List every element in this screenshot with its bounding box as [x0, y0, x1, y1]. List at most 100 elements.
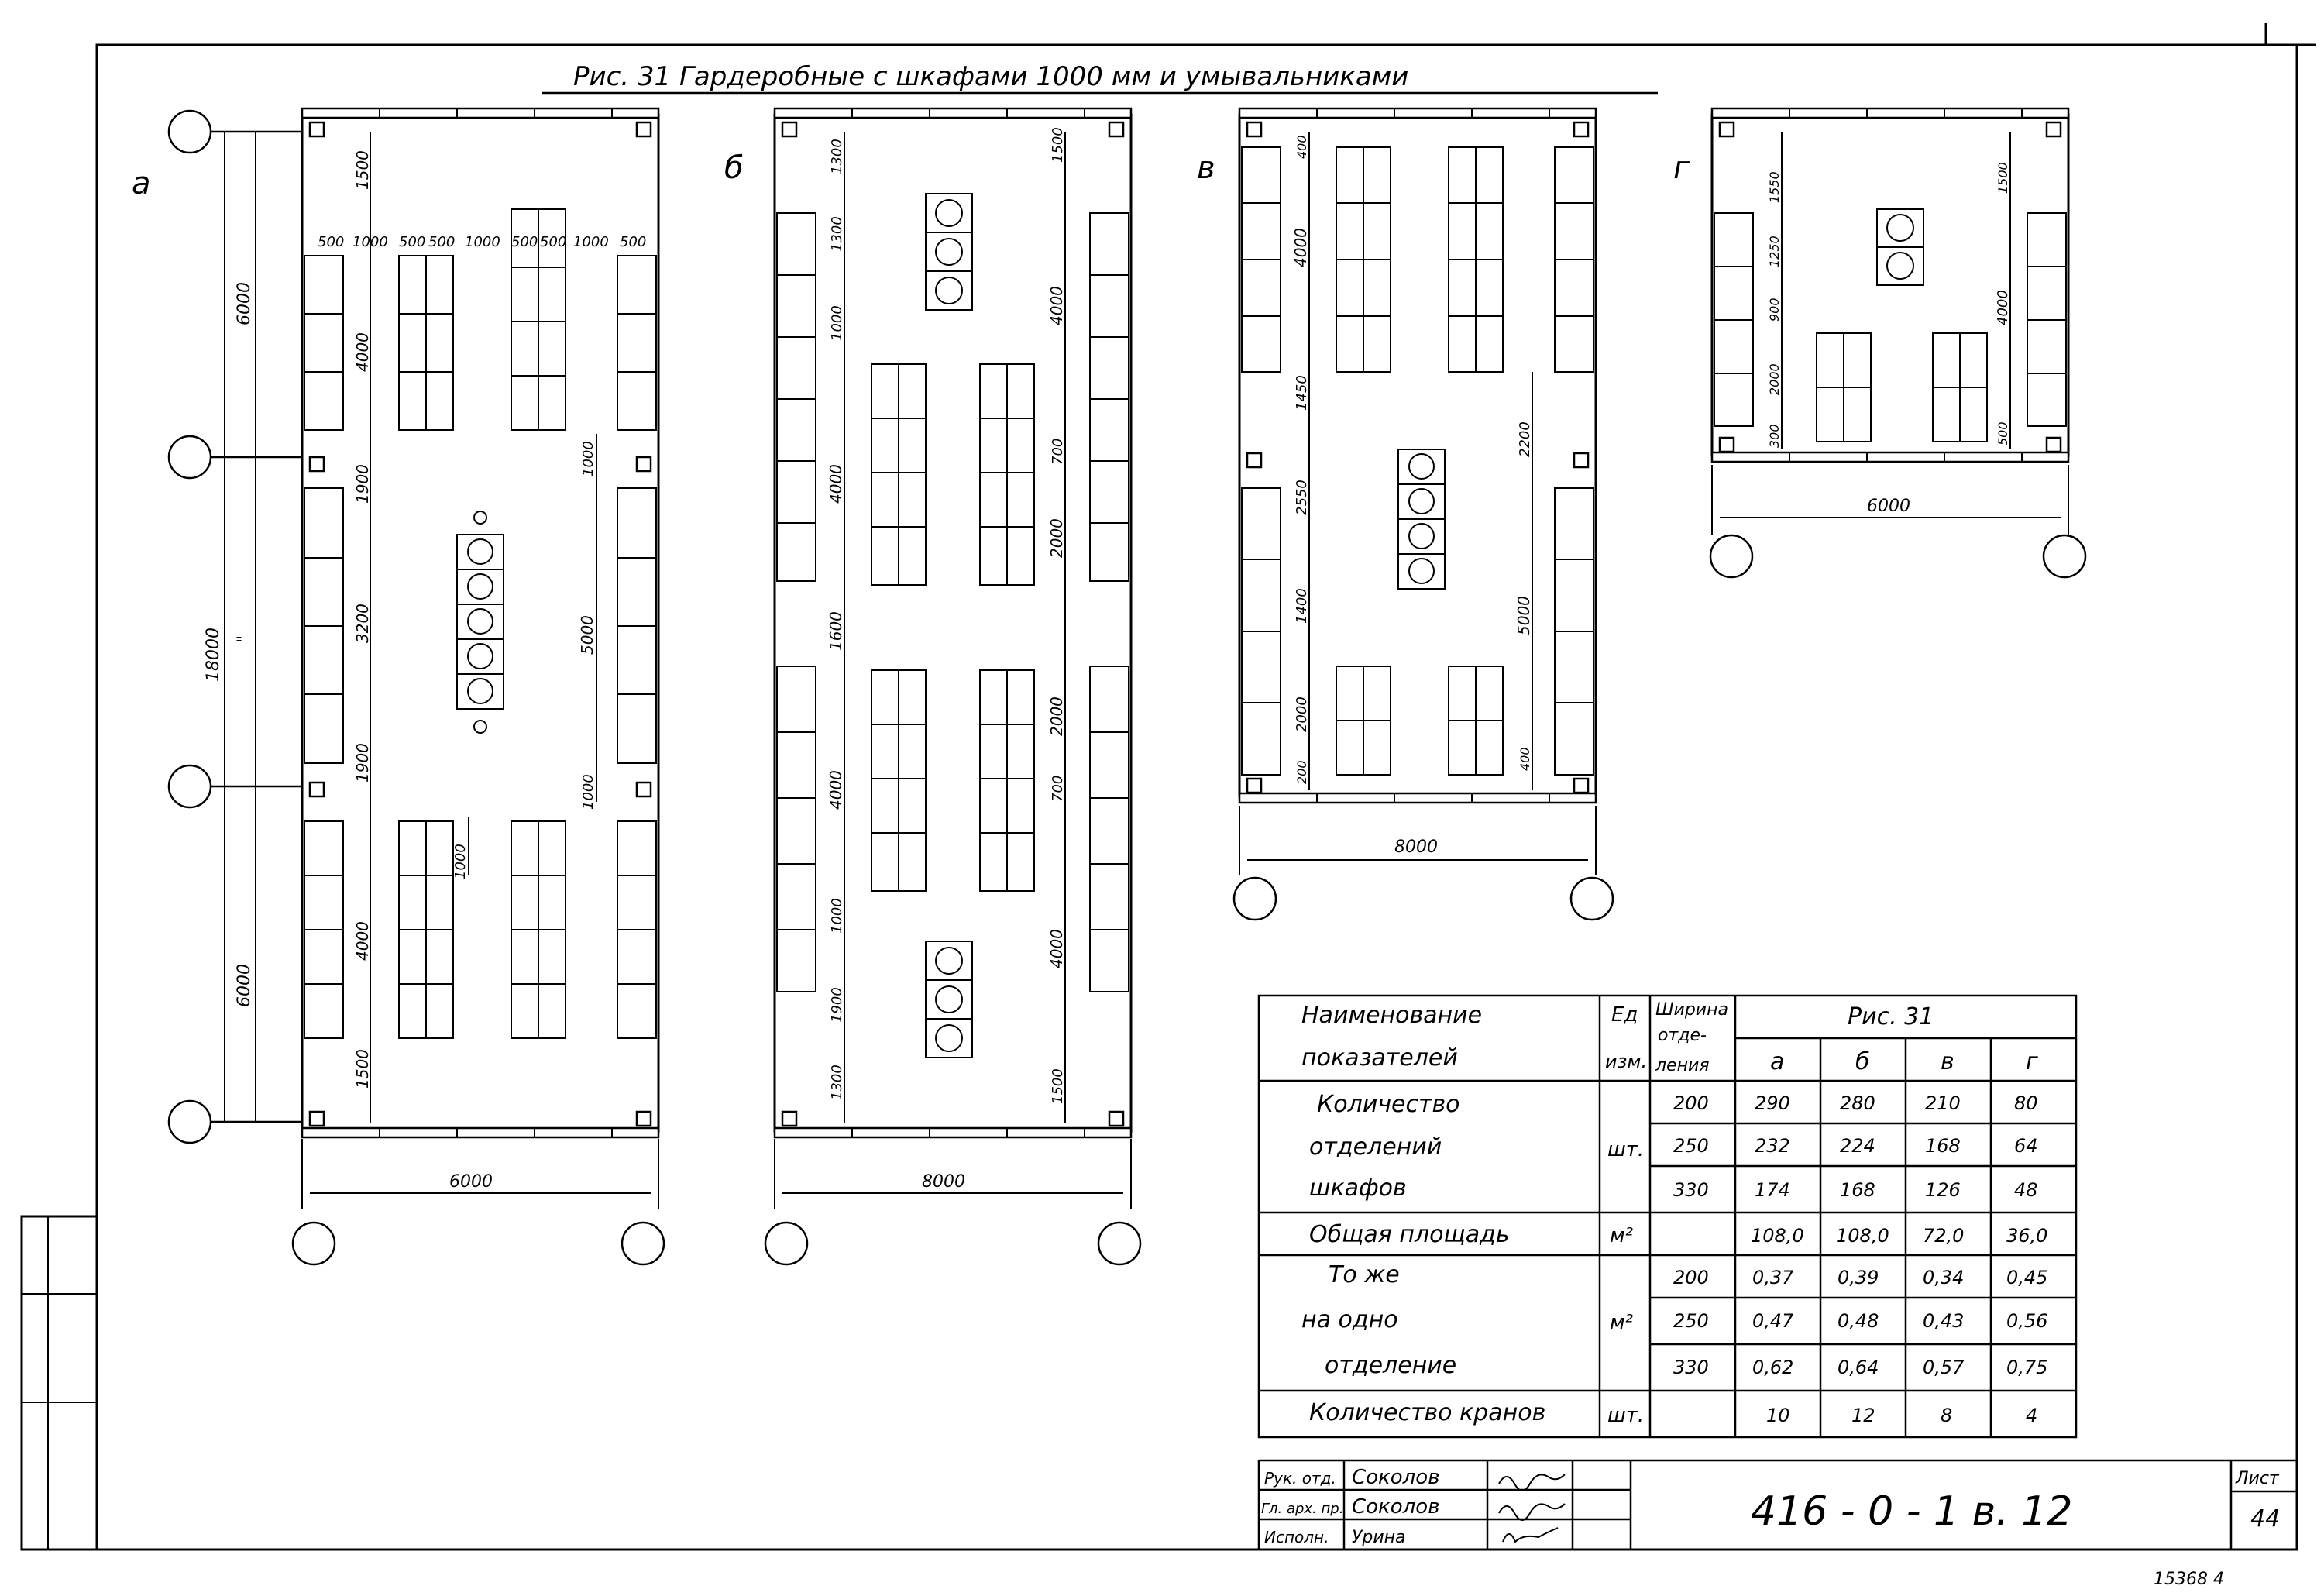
dim-b-left-6: 1000 — [829, 898, 845, 934]
dim-a-mid-mark: " — [235, 635, 254, 643]
row-count-w-200: 200 — [1673, 1092, 1709, 1114]
head-name-1: показателей — [1301, 1044, 1458, 1071]
dim-a-top-span: 6000 — [235, 282, 254, 325]
stamp-role-1: Гл. арх. пр. — [1261, 1501, 1343, 1517]
dim-b-left-7: 1900 — [829, 987, 845, 1023]
cell-per-330-b: 0,64 — [1838, 1357, 1879, 1378]
cell-per-200-v: 0,34 — [1923, 1267, 1964, 1288]
head-col-g: г — [2026, 1048, 2038, 1075]
plan-label-b: б — [724, 150, 744, 186]
cell-taps-g: 4 — [2026, 1405, 2037, 1426]
cell-per-330-v: 0,57 — [1923, 1357, 1965, 1378]
plan-g-dims: 1550 1250 900 2000 300 1500 4000 500 600… — [1767, 162, 2011, 516]
row-count-name-1: отделений — [1309, 1133, 1442, 1161]
dim-a-inner: 1000 — [452, 844, 469, 879]
row-area-unit: м² — [1610, 1224, 1633, 1247]
dim-b-width: 8000 — [922, 1172, 965, 1192]
cell-taps-v: 8 — [1941, 1405, 1952, 1426]
row-per-w-200: 200 — [1673, 1267, 1709, 1288]
dim-a-col-3: 500 — [428, 234, 455, 250]
head-width-1: отде- — [1658, 1026, 1707, 1045]
dim-a-right-2: 1000 — [580, 774, 596, 810]
dim-b-right-3: 2000 — [1047, 518, 1066, 558]
dim-a-col-2: 500 — [399, 234, 425, 250]
dim-a-col-4: 1000 — [465, 234, 500, 250]
stamp-name-0: Соколов — [1352, 1466, 1440, 1489]
dim-b-left-3: 4000 — [827, 464, 845, 504]
head-col-a: а — [1770, 1048, 1784, 1075]
dim-a-right-0: 1000 — [580, 441, 596, 476]
cell-area-b: 108,0 — [1836, 1225, 1889, 1247]
row-per-w-330: 330 — [1673, 1357, 1709, 1378]
dim-a-overall: 18000 — [204, 628, 223, 682]
sheet-frame — [20, 23, 2316, 1551]
stamp-role-2: Исполн. — [1264, 1528, 1329, 1546]
cell-count-200-v: 210 — [1925, 1092, 1961, 1114]
plan-label-v: в — [1197, 150, 1215, 186]
plan-a — [167, 107, 665, 1266]
dim-b-right-0: 1500 — [1050, 127, 1066, 163]
cell-count-250-a: 232 — [1755, 1135, 1790, 1157]
cell-count-330-g: 48 — [2014, 1179, 2038, 1201]
cell-per-200-a: 0,37 — [1752, 1267, 1794, 1288]
dim-a-left-6: 1500 — [353, 1049, 372, 1089]
title-block: Рук. отд. Гл. арх. пр. Исполн. Соколов С… — [1257, 1459, 2297, 1550]
row-area-name: Общая площадь — [1309, 1221, 1510, 1248]
dim-v-left-3: 2550 — [1294, 480, 1310, 515]
cell-per-250-b: 0,48 — [1838, 1310, 1879, 1332]
cell-taps-a: 10 — [1766, 1405, 1790, 1426]
dim-v-left-0: 400 — [1294, 135, 1309, 159]
head-width-2: ления — [1655, 1056, 1710, 1075]
dim-b-left-1: 1300 — [829, 216, 845, 252]
row-count-unit: шт. — [1607, 1138, 1644, 1161]
dim-b-right-1: 4000 — [1047, 286, 1066, 325]
cell-per-250-v: 0,43 — [1923, 1310, 1964, 1332]
plan-g — [1709, 107, 2087, 579]
cell-per-330-g: 0,75 — [2006, 1357, 2047, 1378]
dim-b-left-5: 4000 — [827, 770, 845, 810]
row-count-name-0: Количество — [1317, 1091, 1460, 1118]
dim-a-col-5: 500 — [511, 234, 538, 250]
dim-g-left-4: 300 — [1767, 424, 1782, 448]
dim-g-left-2: 900 — [1767, 298, 1782, 322]
dim-b-right-6: 4000 — [1047, 929, 1066, 968]
cell-per-330-a: 0,62 — [1752, 1357, 1793, 1378]
cell-count-250-b: 224 — [1840, 1135, 1875, 1157]
dim-a-right-1: 5000 — [578, 615, 596, 655]
dim-g-width: 6000 — [1867, 497, 1910, 516]
dim-g-left-3: 2000 — [1767, 363, 1782, 395]
dim-b-right-7: 1500 — [1050, 1068, 1066, 1104]
dim-a-col-0: 500 — [318, 234, 344, 250]
row-per-name-0: То же — [1329, 1261, 1400, 1288]
dim-g-right-2: 500 — [1996, 421, 2010, 445]
row-per-w-250: 250 — [1673, 1310, 1709, 1332]
stamp-name-2: Урина — [1352, 1528, 1406, 1547]
dim-v-left-2: 1450 — [1294, 375, 1310, 411]
cell-per-200-b: 0,39 — [1838, 1267, 1879, 1288]
dim-a-col-6: 500 — [540, 234, 566, 250]
dim-a-left-0: 1500 — [353, 150, 372, 190]
cell-count-330-a: 174 — [1755, 1179, 1790, 1201]
dim-b-right-5: 700 — [1050, 776, 1066, 802]
dim-v-left-1: 4000 — [1291, 228, 1310, 267]
stamp-name-1: Соколов — [1352, 1495, 1440, 1519]
axes-v — [1232, 876, 1614, 921]
plan-v — [1232, 107, 1614, 921]
dim-a-left-2: 1900 — [353, 464, 372, 504]
dim-v-left-6: 200 — [1294, 760, 1309, 784]
dim-v-left-5: 2000 — [1294, 697, 1310, 732]
signature-marks — [1498, 1474, 1566, 1543]
head-fig: Рис. 31 — [1848, 1003, 1934, 1030]
cell-count-250-g: 64 — [2014, 1135, 2038, 1157]
dim-b-left-2: 1000 — [829, 305, 845, 341]
indicators-table: Наименование показателей Ед изм. Ширина … — [1257, 994, 2078, 1439]
row-taps-name: Количество кранов — [1309, 1399, 1545, 1426]
axes-b — [764, 1221, 1142, 1266]
dim-a-width: 6000 — [449, 1172, 493, 1192]
dim-a-col-7: 1000 — [573, 234, 609, 250]
dim-b-left-4: 1600 — [827, 611, 845, 651]
head-col-v: в — [1941, 1048, 1954, 1075]
drawing-title: Рис. 31 Гардеробные с шкафами 1000 мм и … — [573, 61, 1408, 92]
cell-count-200-b: 280 — [1840, 1092, 1875, 1114]
head-width-0: Ширина — [1655, 1000, 1728, 1020]
